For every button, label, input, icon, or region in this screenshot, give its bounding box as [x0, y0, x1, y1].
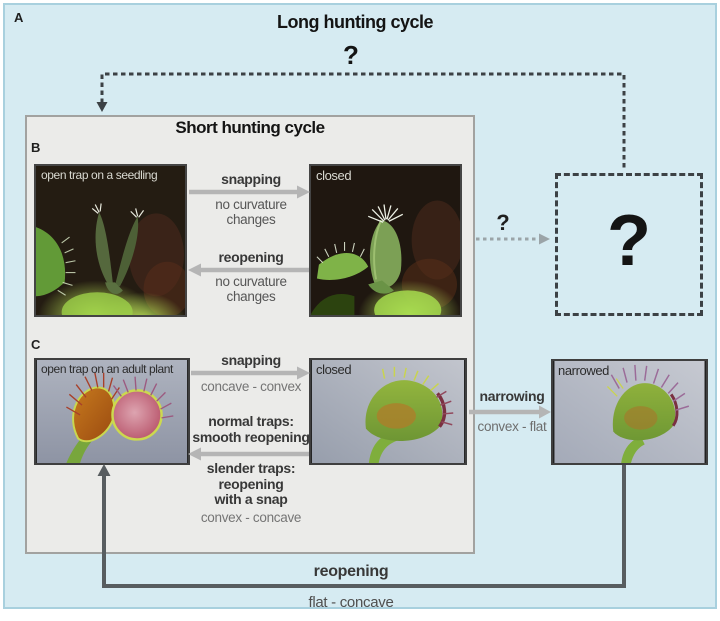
- b-snapping-note: no curvature changes: [189, 197, 313, 227]
- figure-background: open trap on a seedling: [3, 3, 717, 611]
- photo-caption: open trap on an adult plant: [41, 362, 173, 376]
- unknown-stage-box: ?: [555, 173, 703, 316]
- b-reopening-note-line2: changes: [226, 289, 276, 304]
- c-snapping-note: concave - convex: [200, 379, 302, 394]
- adult-open-trap-illustration: [36, 360, 188, 463]
- photo-narrowed-trap: narrowed: [551, 359, 708, 465]
- seedling-open-trap-illustration: [36, 166, 185, 315]
- photo-open-trap-adult: open trap on an adult plant: [34, 358, 190, 465]
- return-reopening-note: flat - concave: [308, 594, 394, 611]
- dashed-arrowhead-down-icon: [96, 102, 108, 112]
- adult-closed-trap-illustration: [311, 360, 465, 463]
- c-reopening-normal-line2: smooth reopening: [192, 428, 310, 445]
- seedling-closed-trap-illustration: [311, 166, 460, 315]
- photo-caption: closed: [316, 362, 352, 377]
- long-cycle-question-mark: ?: [343, 40, 359, 70]
- narrowing-label: narrowing: [479, 388, 545, 404]
- unknown-stage-question-mark: ?: [607, 200, 651, 281]
- dashed-arrowhead-right-icon: [539, 233, 550, 245]
- unknown-arrow-question-mark: ?: [496, 210, 510, 235]
- c-reopening-normal-label: normal traps: smooth reopening: [189, 413, 313, 445]
- c-reopening-slender-line1: slender traps:: [206, 460, 296, 476]
- panel-c-label: C: [31, 337, 41, 352]
- panel-b-label: B: [31, 140, 41, 155]
- photo-caption: narrowed: [558, 363, 609, 378]
- b-reopening-note-line1: no curvature: [215, 274, 287, 289]
- b-reopening-note: no curvature changes: [189, 274, 313, 304]
- b-snapping-note-line1: no curvature: [215, 197, 287, 212]
- c-reopening-slender-line3: with a snap: [214, 491, 288, 507]
- panel-a-label: A: [14, 10, 24, 25]
- short-cycle-title: Short hunting cycle: [175, 118, 325, 137]
- c-reopening-slender-line2: reopening: [218, 475, 284, 492]
- narrowed-trap-illustration: [554, 361, 705, 463]
- narrowing-note: convex - flat: [477, 419, 547, 434]
- photo-caption: closed: [316, 168, 352, 183]
- c-reopening-normal-line1: normal traps:: [208, 413, 294, 429]
- photo-closed-trap-seedling: closed: [309, 164, 462, 317]
- b-reopening-label: reopening: [218, 249, 284, 265]
- arrowhead-right-icon: [539, 405, 551, 419]
- b-snapping-label: snapping: [221, 171, 281, 187]
- c-snapping-label: snapping: [221, 352, 281, 368]
- photo-open-trap-seedling: open trap on a seedling: [34, 164, 187, 317]
- photo-caption: open trap on a seedling: [41, 168, 158, 182]
- c-reopening-slender-label: slender traps: reopening with a snap: [189, 460, 313, 508]
- photo-closed-trap-adult: closed: [309, 358, 467, 465]
- b-snapping-note-line2: changes: [226, 212, 276, 227]
- long-cycle-title: Long hunting cycle: [277, 12, 434, 32]
- return-reopening-label: reopening: [313, 563, 389, 580]
- c-reopening-slender-note: convex - concave: [200, 510, 302, 525]
